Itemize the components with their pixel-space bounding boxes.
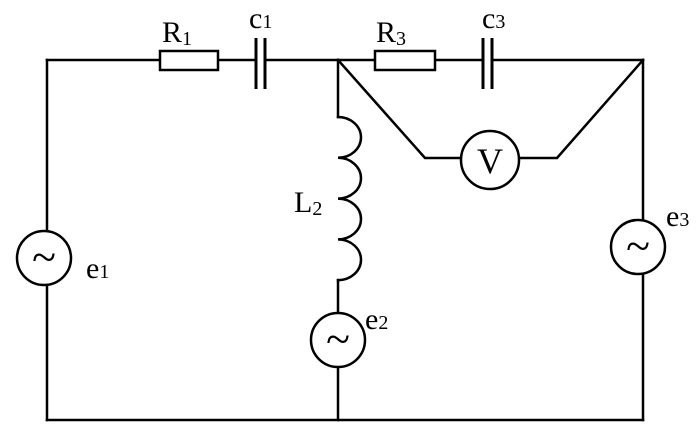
voltmeter: V <box>459 129 521 191</box>
capacitor-c3 <box>481 38 494 89</box>
resistor-r1 <box>158 49 220 72</box>
voltmeter-circle <box>459 129 521 191</box>
source-e1: ~ <box>15 229 73 287</box>
source-e2-tilde: ~ <box>326 315 350 364</box>
voltmeter-lead-right <box>517 58 645 160</box>
label-l2: L2 <box>294 186 322 220</box>
label-c1: c1 <box>249 2 272 35</box>
label-e3: e3 <box>666 200 689 233</box>
resistor-r3 <box>373 49 437 72</box>
voltmeter-lead-left <box>336 58 463 160</box>
capacitor-c1 <box>254 38 267 89</box>
source-e1-circle <box>15 229 73 287</box>
source-e2: ~ <box>309 311 367 369</box>
source-e1-tilde: ~ <box>32 233 56 282</box>
label-r3: R3 <box>376 16 406 50</box>
label-e2: e2 <box>365 303 388 336</box>
source-e3-tilde: ~ <box>626 222 650 271</box>
wires <box>45 58 645 422</box>
label-c3: c3 <box>482 2 505 35</box>
inductor-l2 <box>336 115 363 282</box>
source-e2-circle <box>309 311 367 369</box>
label-e1: e1 <box>86 252 109 285</box>
source-e3-circle <box>609 218 667 276</box>
voltmeter-symbol: V <box>477 141 503 181</box>
source-e3: ~ <box>609 218 667 276</box>
label-r1: R1 <box>162 16 192 50</box>
